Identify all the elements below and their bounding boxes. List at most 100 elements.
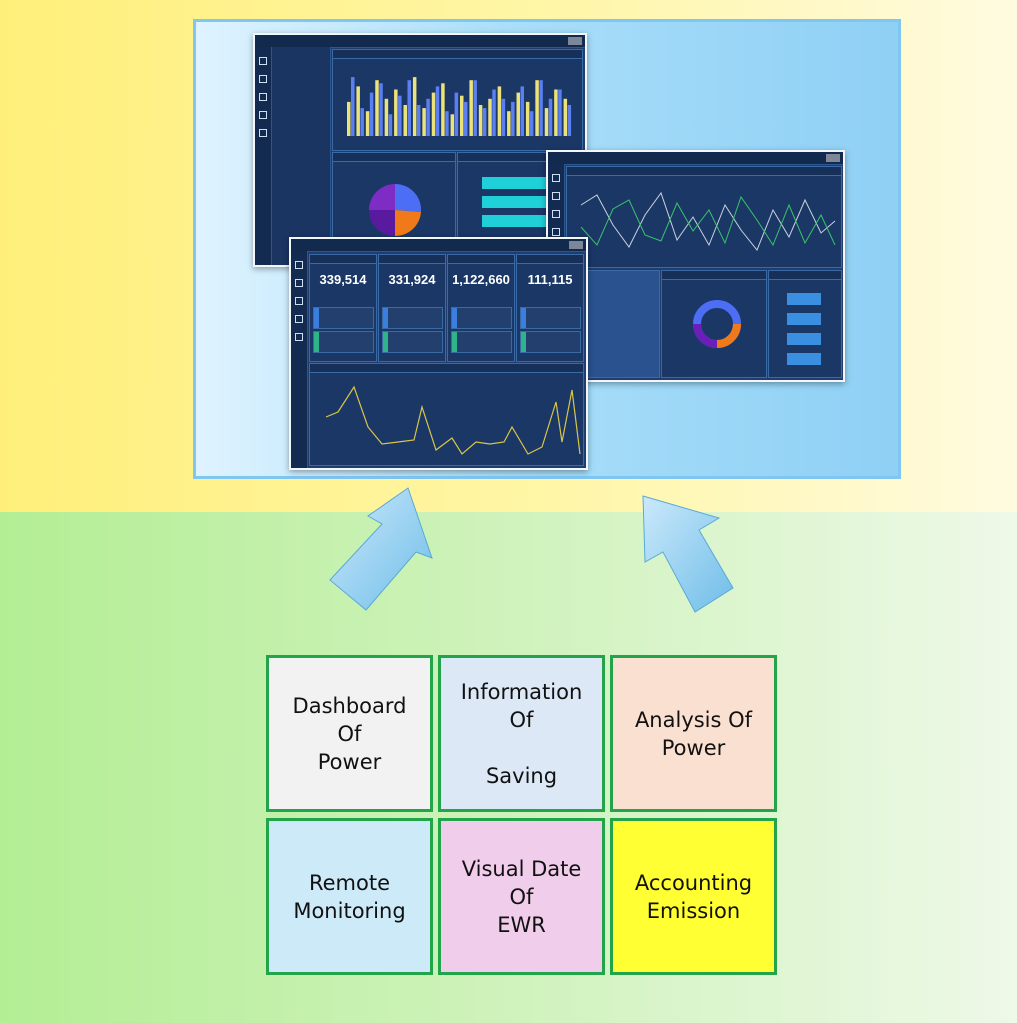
bar-blue — [482, 108, 487, 136]
panel-header — [662, 271, 766, 280]
trend-line — [325, 385, 581, 455]
tile-dashboard-of-power: Dashboard Of Power — [266, 655, 433, 812]
bar-yellow — [469, 80, 473, 136]
series-line-green — [580, 195, 836, 247]
bar-blue — [369, 92, 374, 136]
screenshot-bar-dashboard — [253, 33, 587, 267]
trend-chart-svg — [325, 385, 581, 455]
bar-blue — [492, 89, 496, 136]
tile-label: Dashboard Of Power — [292, 693, 407, 774]
title-bar — [291, 239, 586, 252]
chart-icon — [259, 75, 267, 83]
bar-blue — [379, 83, 383, 136]
home-icon — [259, 57, 267, 65]
up-arrow-right — [642, 495, 734, 613]
tree-list-panel — [272, 47, 331, 265]
tile-label: Remote Monitoring — [293, 870, 406, 923]
search-icon — [259, 129, 267, 137]
pie-slice-purple — [369, 210, 395, 236]
kpi-mini-card — [520, 331, 581, 353]
tile-visual-date-of-ewr: Visual Date Of EWR — [438, 818, 605, 975]
bar-yellow — [544, 108, 549, 136]
bar-yellow — [422, 108, 426, 136]
hbar — [787, 293, 821, 305]
line-chart-panel — [566, 166, 842, 268]
bar-yellow — [384, 98, 389, 136]
bar-yellow — [441, 83, 445, 136]
kpi-mini-card — [313, 307, 374, 329]
bar-blue — [416, 105, 421, 136]
bar-blue — [454, 92, 459, 136]
panel-header — [567, 167, 841, 176]
tile-label: Visual Date Of EWR — [461, 856, 582, 937]
bar-yellow — [431, 92, 436, 136]
window-button — [569, 241, 583, 249]
kpi-card-2: 331,924 — [378, 254, 446, 362]
chart-icon — [295, 279, 303, 287]
title-bar — [548, 152, 843, 165]
kpi-value: 1,122,660 — [452, 272, 510, 287]
bar-blue — [426, 98, 430, 136]
hbar — [482, 215, 562, 227]
bar-yellow — [516, 92, 520, 136]
kpi-mini-card — [451, 307, 512, 329]
bar-blue — [548, 98, 553, 136]
bar-yellow — [478, 105, 483, 136]
bar-blue — [529, 111, 534, 136]
window-button — [568, 37, 582, 45]
bar-blue — [351, 77, 355, 136]
graph-icon — [295, 297, 303, 305]
tile-analysis-of-power: Analysis Of Power — [610, 655, 777, 812]
kpi-card-1: 339,514 — [309, 254, 377, 362]
kpi-mini-card — [313, 331, 374, 353]
bar-yellow — [460, 95, 464, 136]
list-icon — [295, 315, 303, 323]
graph-icon — [259, 93, 267, 101]
panel-header — [310, 255, 376, 264]
bar-blue — [473, 80, 477, 136]
window-button — [826, 154, 840, 162]
donut-chart-svg — [693, 300, 741, 348]
tile-label: Accounting Emission — [634, 870, 753, 923]
bar-yellow — [554, 89, 558, 136]
bar-blue — [445, 111, 449, 136]
home-icon — [552, 174, 560, 182]
donut-arc-purple — [693, 323, 718, 348]
donut-chart-panel — [661, 270, 767, 378]
bar-yellow — [365, 111, 370, 136]
bar-yellow — [488, 98, 492, 136]
panel-header — [333, 50, 582, 59]
list-icon — [259, 111, 267, 119]
bar-yellow — [497, 86, 502, 136]
pie-slice-violet — [369, 184, 395, 210]
donut-arc-orange — [716, 323, 741, 348]
kpi-mini-card — [451, 331, 512, 353]
bar-blue — [558, 89, 562, 136]
up-arrow-left — [329, 487, 433, 611]
horizontal-bar-panel — [768, 270, 842, 378]
tile-label: Information Of Saving — [460, 679, 583, 788]
bar-blue — [435, 86, 440, 136]
panel-header — [379, 255, 445, 264]
hbar — [787, 333, 821, 345]
panel-header — [517, 255, 583, 264]
bar-yellow — [450, 114, 455, 136]
kpi-value: 111,115 — [527, 272, 573, 287]
series-line-gray — [580, 191, 836, 251]
hbar — [482, 177, 562, 189]
hbar — [787, 353, 821, 365]
bar-blue — [567, 105, 572, 136]
bar-blue — [360, 108, 364, 136]
bar-blue — [501, 98, 506, 136]
kpi-card-4: 111,115 — [516, 254, 584, 362]
bar-blue — [464, 101, 468, 136]
kpi-mini-card — [520, 307, 581, 329]
screenshot-line-dashboard — [546, 150, 845, 382]
kpi-mini-card — [382, 331, 443, 353]
list-icon — [552, 228, 560, 236]
hbar — [482, 196, 562, 208]
graph-icon — [552, 210, 560, 218]
kpi-mini-card — [382, 307, 443, 329]
line-chart-svg — [580, 191, 836, 251]
bar-blue — [511, 101, 515, 136]
